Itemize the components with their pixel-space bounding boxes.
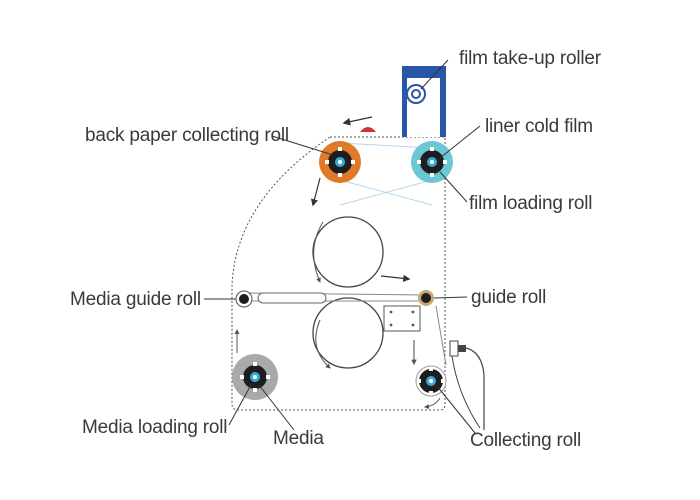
film-takeup-roller-icon: [406, 84, 426, 104]
media-loading-roll-icon: [232, 354, 278, 400]
leader-lines: [204, 59, 481, 434]
label-media: Media: [273, 428, 324, 449]
feed-arrow: [380, 274, 411, 282]
back-paper-arrow: [310, 177, 321, 207]
label-liner-cold-film: liner cold film: [485, 116, 593, 137]
machine-outline: [231, 136, 446, 411]
film-line-top: [339, 142, 433, 149]
upper-laminating-roller: [312, 216, 384, 288]
label-media-loading-roll: Media loading roll: [82, 417, 228, 438]
label-collecting-roll: Collecting roll: [470, 430, 582, 451]
red-accent-icon: [360, 127, 376, 132]
lower-roller-rotation-arrow: [315, 319, 331, 369]
power-connector-icon: [449, 340, 485, 430]
label-film-takeup-roller: film take-up roller: [459, 48, 601, 69]
media-guide-roll-icon: [235, 290, 253, 308]
film-loading-roll-icon: [411, 141, 453, 183]
control-panel-box: [383, 305, 421, 332]
bottom-return-arrow: [424, 397, 441, 410]
top-arrow: [342, 116, 373, 126]
upper-roller-rotation-arrow: [313, 221, 324, 283]
guide-roll-icon: [418, 290, 434, 306]
label-film-loading-roll: film loading roll: [469, 193, 593, 214]
label-media-guide-roll: Media guide roll: [70, 289, 201, 310]
media-guide-bar: [257, 292, 327, 304]
label-back-paper-collecting-roll: back paper collecting roll: [85, 125, 289, 146]
film-line-cross2: [339, 179, 433, 206]
back-paper-collecting-roll-icon: [319, 141, 361, 183]
label-guide-roll: guide roll: [471, 287, 547, 308]
collecting-side-line: [435, 305, 447, 366]
lower-laminating-roller: [312, 297, 384, 369]
